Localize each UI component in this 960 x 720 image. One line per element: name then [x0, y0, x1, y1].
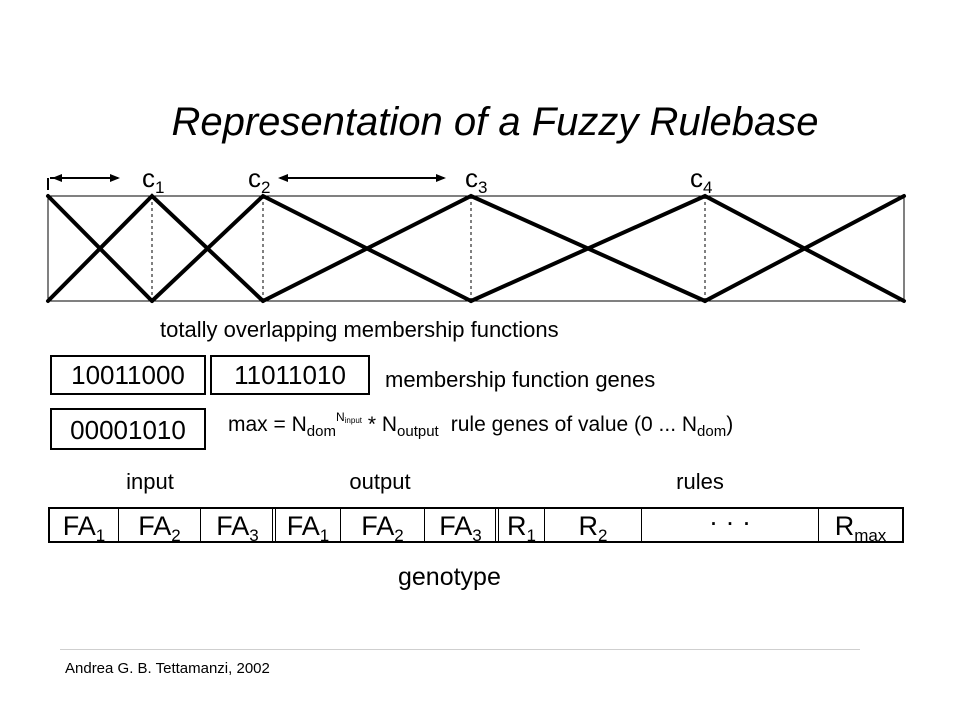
membership-function-6: [703, 194, 906, 303]
cell-divider: [641, 509, 642, 541]
center-label-1: c1: [142, 163, 164, 197]
formula-input-sup: input: [344, 416, 362, 425]
center-label-4: c4: [690, 163, 712, 197]
footer-divider: [60, 649, 860, 650]
genotype-cell-output-fa2: FA2: [361, 511, 404, 545]
genotype-cell-rule-max: Rmax: [834, 511, 887, 545]
slide-title: Representation of a Fuzzy Rulebase: [171, 100, 819, 144]
genotype-cell-output-fa1: FA1: [286, 511, 330, 545]
cell-divider: [818, 509, 819, 541]
formula-output-sub: output: [397, 423, 439, 440]
mf-genes-caption: membership function genes: [385, 367, 656, 392]
group-divider: [272, 509, 276, 541]
overlap-caption: totally overlapping membership functions: [160, 317, 559, 342]
cell-divider: [340, 509, 341, 541]
genotype-strip: FA1 FA2 FA3 FA1 FA2 FA3 R1 R2 · · · Rmax: [48, 507, 904, 545]
cell-divider: [424, 509, 425, 541]
membership-function-2: [46, 193, 265, 303]
formula-max-eq: max = N: [228, 413, 307, 436]
genotype-cell-rule-2: R2: [578, 511, 608, 545]
group-divider: [495, 509, 499, 541]
mf-gene-box-1: 10011000: [50, 355, 206, 395]
interval-arrow-left: [47, 174, 120, 190]
center-label-3: c3: [465, 163, 487, 197]
genotype-cell-output-fa3: FA3: [439, 511, 482, 545]
rule-gene-box: 00001010: [50, 408, 206, 450]
formula-dom-sub: dom: [306, 423, 336, 440]
genotype-cell-input-fa2: FA2: [138, 511, 181, 545]
cell-divider: [544, 509, 545, 541]
formula-dom2-sub: dom: [697, 423, 727, 440]
formula-n-sup: N: [335, 410, 345, 424]
interval-arrow-right: [278, 174, 446, 182]
footer-author: Andrea G. B. Tettamanzi, 2002: [65, 660, 270, 677]
membership-function-3: [150, 193, 473, 303]
group-label-input: input: [126, 469, 174, 494]
genotype-cell-ellipsis: · · ·: [709, 507, 751, 537]
group-label-rules: rules: [676, 469, 724, 494]
formula-tail: rule genes of value (0 ... N: [450, 413, 698, 436]
formula-close: ): [726, 413, 734, 436]
mf-gene-box-2: 11011010: [210, 355, 370, 395]
group-label-output: output: [349, 469, 411, 494]
genotype-cell-input-fa1: FA1: [62, 511, 106, 545]
genotype-label: genotype: [398, 563, 501, 591]
center-label-2: c2: [248, 163, 270, 197]
membership-function-4: [261, 193, 707, 303]
genotype-cell-input-fa3: FA3: [216, 511, 259, 545]
diagram-frame: [47, 195, 905, 302]
membership-function-5: [469, 193, 906, 303]
cell-divider: [118, 509, 119, 541]
genotype-cell-rule-1: R1: [507, 511, 536, 545]
formula-times: * N: [362, 413, 398, 436]
membership-function-diagram: c1 c2 c3 c4: [46, 163, 906, 303]
cell-divider: [200, 509, 201, 541]
